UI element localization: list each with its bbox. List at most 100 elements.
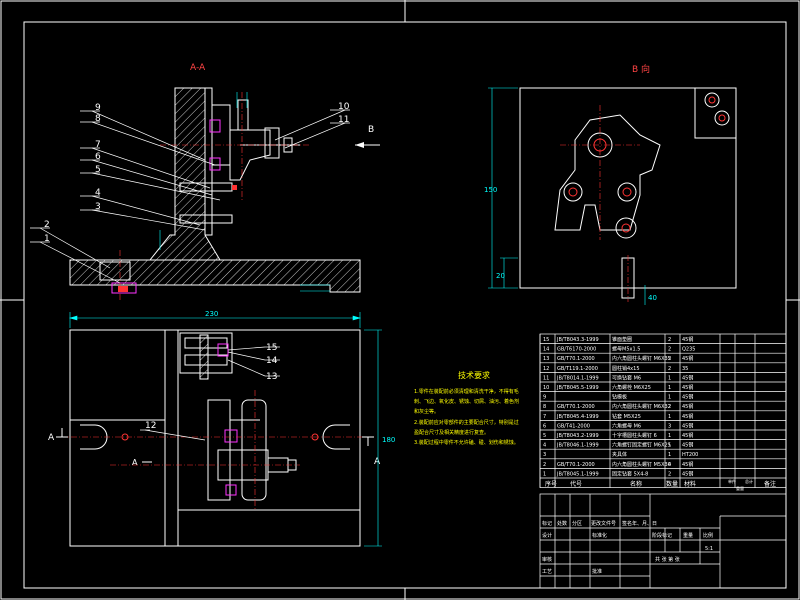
drill-bracket bbox=[211, 99, 280, 181]
bom-header-no: 序号 bbox=[545, 480, 557, 488]
bom-cell-mat: 45钢 bbox=[682, 442, 693, 449]
cut-label-left: A bbox=[48, 433, 55, 443]
bom-cell-mat: 45钢 bbox=[682, 403, 693, 410]
balloon-13: 13 bbox=[266, 372, 277, 382]
bom-cell-no: 3 bbox=[543, 452, 546, 458]
view-b-title: B 向 bbox=[632, 63, 650, 75]
tb-stage-mark: 阶段标记 bbox=[652, 532, 672, 539]
bom-header-weight: 重量 bbox=[736, 485, 744, 491]
bom-cell-name: 内六角圆柱头螺钉 M6X35 bbox=[612, 355, 671, 362]
tech-note-line: 刺、飞边、氧化皮、锈蚀、切屑、油污、着色剂 bbox=[414, 398, 519, 405]
tech-note-line: 2.装配前应对零部件的主要配合尺寸，特别是过 bbox=[414, 419, 519, 426]
tech-notes-title: 技术要求 bbox=[458, 370, 490, 380]
balloon-14: 14 bbox=[266, 356, 278, 366]
tb-review: 审核 bbox=[542, 556, 552, 563]
bom-cell-code: GB/T41-2000 bbox=[557, 423, 590, 429]
bom-cell-no: 2 bbox=[543, 462, 546, 468]
bom-cell-mat: 45钢 bbox=[682, 413, 693, 420]
plan-plate bbox=[69, 329, 361, 547]
balloon-12: 12 bbox=[145, 421, 156, 431]
tb-scale: 比例 bbox=[703, 532, 713, 539]
section-balloons bbox=[30, 109, 350, 284]
view-b-dimensions bbox=[488, 87, 646, 305]
bom-cell-name: 钻套 M5X25 bbox=[612, 413, 641, 420]
bom-cell-qty: 1 bbox=[668, 375, 671, 381]
bom-cell-no: 14 bbox=[543, 347, 549, 353]
bom-cell-qty: 1 bbox=[668, 433, 671, 439]
bom-cell-name: 螺母M5x1.5 bbox=[612, 346, 640, 353]
plan-rib bbox=[199, 334, 209, 380]
tb-standardize: 标准化 bbox=[592, 532, 607, 539]
bom-header: 序号 代号 名称 数量 材料 单件 总计 重量 备注 bbox=[545, 478, 776, 491]
plan-overall-dimension bbox=[68, 312, 362, 328]
tb-count: 处数 bbox=[557, 520, 567, 527]
balloon-3: 3 bbox=[95, 202, 101, 212]
section-small-dims bbox=[159, 92, 330, 292]
bom-cell-qty: 1 bbox=[668, 385, 671, 391]
tech-note-line: 盈配合尺寸及相关精度进行复查。 bbox=[414, 429, 489, 436]
bom-cell-no: 7 bbox=[543, 414, 546, 420]
bom-cell-mat: HT200 bbox=[682, 452, 698, 458]
section-balloon-text: 9 8 7 6 5 4 3 2 1 10 11 bbox=[44, 102, 350, 244]
bom-cell-mat: 45钢 bbox=[682, 422, 693, 429]
bom-cell-no: 1 bbox=[543, 471, 546, 477]
bom-cell-no: 8 bbox=[543, 404, 546, 410]
bom-header-total: 总计 bbox=[745, 478, 753, 484]
bom-cell-code: GB/T70.1-2000 bbox=[557, 404, 595, 410]
bom-header-unit: 单件 bbox=[728, 478, 736, 484]
bom-cell-no: 6 bbox=[543, 423, 546, 429]
title-block-grid bbox=[539, 493, 787, 589]
tb-mark: 标记 bbox=[542, 520, 552, 527]
bom-cell-code: GB/T70.1-2000 bbox=[557, 462, 595, 468]
bom-cell-mat: 45钢 bbox=[682, 355, 693, 362]
plan-centerlines bbox=[60, 390, 370, 510]
balloon-1: 1 bbox=[44, 234, 50, 244]
tb-process: 工艺 bbox=[542, 569, 552, 575]
bom-cell-no: 11 bbox=[543, 375, 549, 381]
bom-cell-code: GB/T70.1-2000 bbox=[557, 356, 595, 362]
view-b-base-height: 20 bbox=[496, 272, 505, 280]
bom-cell-no: 4 bbox=[543, 443, 546, 449]
tb-approve: 批准 bbox=[592, 568, 602, 575]
tech-note-line: 3.装配过程中零件不允许磕、碰、划伤和锈蚀。 bbox=[414, 439, 519, 446]
bom-cell-qty: 2 bbox=[668, 337, 671, 343]
bom-cell-no: 13 bbox=[543, 356, 549, 362]
bom-cell-qty: 2 bbox=[668, 356, 671, 362]
title-block-text: 标记 处数 分区 更改文件号 签名 年、月、日 设计 标准化 阶段标记 重量 比… bbox=[542, 520, 713, 575]
plan-overall-width: 230 bbox=[205, 310, 218, 318]
tb-scale-value: 5:1 bbox=[705, 546, 713, 552]
bom-cell-name: 内六角圆柱头螺钉 M5X30 bbox=[612, 461, 671, 468]
bom-cell-mat: 45钢 bbox=[682, 432, 693, 439]
bom-cell-code: JB/T8045.4-1999 bbox=[556, 414, 599, 420]
plan-cut-marks bbox=[56, 428, 374, 463]
balloon-2: 2 bbox=[44, 220, 50, 230]
balloon-4: 4 bbox=[95, 188, 101, 198]
balloon-7: 7 bbox=[95, 140, 101, 150]
section-title: A-A bbox=[190, 63, 206, 73]
tb-sheets: 共 张 第 张 bbox=[655, 556, 680, 563]
bom-cell-code: JB/T8045.1-1999 bbox=[556, 471, 599, 477]
bom-cell-qty: 2 bbox=[668, 347, 671, 353]
bom-cell-name: 六角螺钉固定螺钉 M6X25 bbox=[612, 442, 671, 449]
tech-notes: 技术要求 1.零件在装配前必须清理和清洗干净，不得有毛 刺、飞边、氧化皮、锈蚀、… bbox=[414, 370, 519, 446]
tb-change-doc: 更改文件号 bbox=[591, 520, 616, 527]
view-b-arrow: B bbox=[355, 125, 380, 148]
bom-cell-mat: 45钢 bbox=[682, 461, 693, 468]
bom-cell-qty: 2 bbox=[668, 366, 671, 372]
bom-cell-mat: 45钢 bbox=[682, 374, 693, 381]
section-view-a-a: A-A bbox=[30, 63, 380, 300]
plan-drill-assembly bbox=[207, 399, 297, 501]
bom-cell-qty: 1 bbox=[668, 395, 671, 401]
bom-cell-name: 六角螺母 M6 bbox=[612, 422, 641, 429]
bom-cell-mat: 45钢 bbox=[682, 470, 693, 477]
balloon-8: 8 bbox=[95, 114, 101, 124]
tb-weight: 重量 bbox=[683, 532, 693, 539]
title-block: 标记 处数 分区 更改文件号 签名 年、月、日 设计 标准化 阶段标记 重量 比… bbox=[539, 493, 787, 589]
bom-cell-no: 5 bbox=[543, 433, 546, 439]
bom-cell-code: GB/T119.1-2000 bbox=[557, 366, 598, 372]
bom-cell-no: 10 bbox=[543, 385, 549, 391]
cut-label-inner: A bbox=[132, 458, 138, 467]
bom-cell-name: 可换钻套 M6 bbox=[612, 374, 641, 381]
